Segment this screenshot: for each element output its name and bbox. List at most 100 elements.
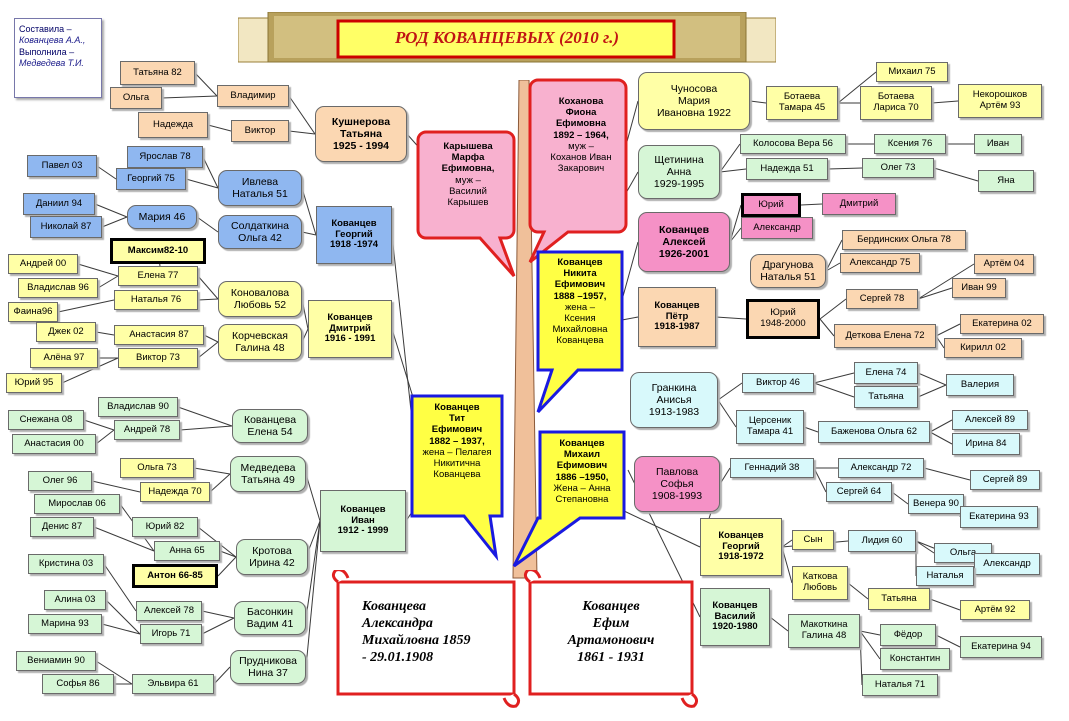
person-box[interactable]: Иван 99 xyxy=(952,278,1006,298)
person-box[interactable]: Кристина 03 xyxy=(28,554,104,574)
person-box[interactable]: Александр xyxy=(974,553,1040,575)
person-box[interactable]: Анна 65 xyxy=(154,541,220,561)
person-box[interactable]: Анастасия 87 xyxy=(114,325,204,345)
person-box[interactable]: Михаил 75 xyxy=(876,62,948,82)
person-box[interactable]: Екатерина 94 xyxy=(960,636,1042,658)
person-box[interactable]: Ксения 76 xyxy=(874,134,946,154)
person-box[interactable]: Джек 02 xyxy=(36,322,96,342)
person-box[interactable]: Георгий 75 xyxy=(116,168,186,190)
person-box[interactable]: Ольга 73 xyxy=(120,458,194,478)
person-box[interactable]: Павел 03 xyxy=(27,155,97,177)
person-box[interactable]: Анастасия 00 xyxy=(12,434,96,454)
person-box[interactable]: Бердинских Ольга 78 xyxy=(842,230,966,250)
person-box[interactable]: Сын xyxy=(792,530,834,550)
person-box[interactable]: Сергей 89 xyxy=(970,470,1040,490)
person-box[interactable]: Виктор xyxy=(231,120,289,142)
person-box[interactable]: Артём 04 xyxy=(974,254,1034,274)
person-box[interactable]: Фёдор xyxy=(880,624,936,646)
person-box[interactable]: Виктор 73 xyxy=(118,348,198,368)
person-box[interactable]: Владислав 90 xyxy=(98,397,178,417)
person-box[interactable]: Кирилл 02 xyxy=(944,338,1022,358)
person-box[interactable]: Виктор 46 xyxy=(742,373,814,393)
person-box[interactable]: Артём 92 xyxy=(960,600,1030,620)
person-box[interactable]: Татьяна xyxy=(868,588,930,610)
person-box[interactable]: Юрий 82 xyxy=(132,517,198,537)
person-box[interactable]: Владислав 96 xyxy=(18,278,98,298)
person-box[interactable]: Андрей 78 xyxy=(114,420,180,440)
person-box[interactable]: Александр 75 xyxy=(840,253,920,273)
person-box[interactable]: Яна xyxy=(978,170,1034,192)
person-box[interactable]: Александр 72 xyxy=(838,458,924,478)
person-box[interactable]: Юрий 95 xyxy=(6,373,62,393)
person-box[interactable]: Алина 03 xyxy=(44,590,106,610)
person-box[interactable]: Снежана 08 xyxy=(8,410,84,430)
person-box[interactable]: Геннадий 38 xyxy=(730,458,814,478)
person-box[interactable]: Константин xyxy=(880,648,950,670)
person-box[interactable]: Татьяна xyxy=(854,386,918,408)
person-box[interactable]: Елена 74 xyxy=(854,362,918,384)
person-box[interactable]: Эльвира 61 xyxy=(132,674,214,694)
person-box[interactable]: Ярослав 78 xyxy=(127,146,203,168)
person-box[interactable]: Наталья 76 xyxy=(114,290,198,310)
person-box[interactable]: Надежда 70 xyxy=(140,482,210,502)
person-box[interactable]: Владимир xyxy=(217,85,289,107)
person-box[interactable]: Сергей 64 xyxy=(826,482,892,502)
person-box[interactable]: Дмитрий xyxy=(822,193,896,215)
person-box[interactable]: Сергей 78 xyxy=(846,289,918,309)
person-box[interactable]: Юрий xyxy=(741,193,801,217)
person-box[interactable]: Наталья 71 xyxy=(862,674,938,696)
person-box[interactable]: Денис 87 xyxy=(30,517,94,537)
person-box[interactable]: Иван xyxy=(974,134,1022,154)
person-box[interactable]: Алёна 97 xyxy=(30,348,98,368)
person-box[interactable]: Ольга xyxy=(110,87,162,109)
person-box[interactable]: Екатерина 02 xyxy=(960,314,1044,334)
person-box[interactable]: Алексей 78 xyxy=(136,601,202,621)
person-box[interactable]: Максим82-10 xyxy=(110,238,206,264)
person-box[interactable]: Екатерина 93 xyxy=(960,506,1038,528)
person-box[interactable]: Николай 87 xyxy=(30,216,102,238)
person-box[interactable]: Валерия xyxy=(946,374,1014,396)
person-box[interactable]: Игорь 71 xyxy=(140,624,202,644)
person-box[interactable]: Мирослав 06 xyxy=(34,494,120,514)
person-box[interactable]: Александр xyxy=(741,217,813,239)
person-box[interactable]: Андрей 00 xyxy=(8,254,78,274)
person-box[interactable]: Венера 90 xyxy=(908,494,964,514)
person-box[interactable]: Олег 73 xyxy=(862,158,934,178)
person-box[interactable]: Фаина96 xyxy=(8,302,58,322)
person-box[interactable]: Марина 93 xyxy=(28,614,102,634)
person-box[interactable]: Наталья xyxy=(916,566,974,586)
person-box[interactable]: Татьяна 82 xyxy=(120,61,195,85)
person-box[interactable]: Алексей 89 xyxy=(952,410,1028,430)
person-box[interactable]: Деткова Елена 72 xyxy=(834,324,936,348)
person-box[interactable]: Надежда xyxy=(138,112,208,138)
person-box[interactable]: Лидия 60 xyxy=(848,530,916,552)
person-box[interactable]: Софья 86 xyxy=(42,674,114,694)
person-box[interactable]: Колосова Вера 56 xyxy=(740,134,846,154)
